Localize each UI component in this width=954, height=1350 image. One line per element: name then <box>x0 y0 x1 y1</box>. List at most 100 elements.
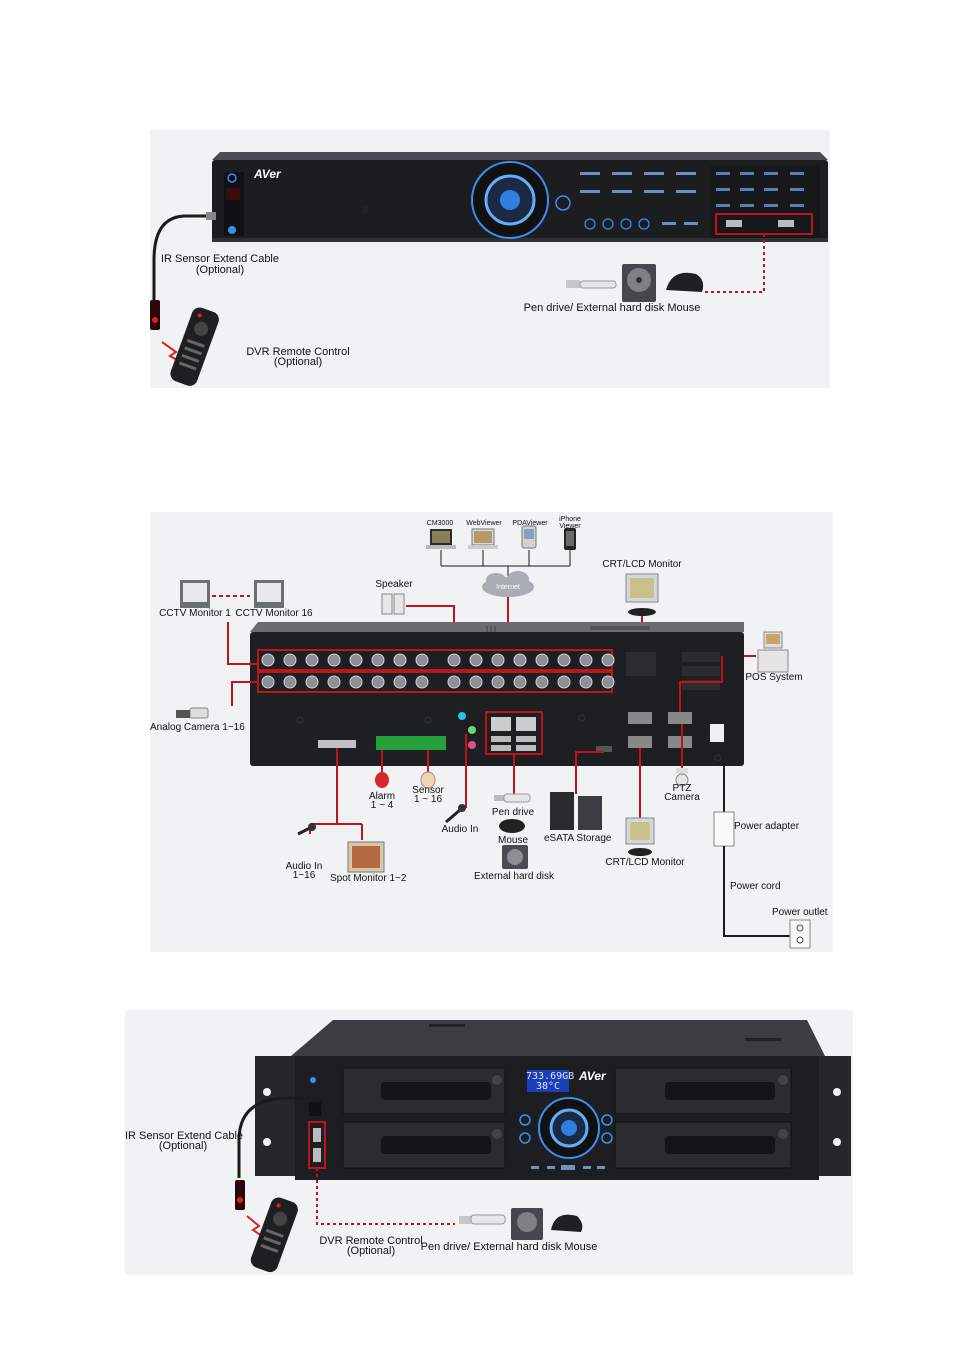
pos-system-icon <box>757 631 789 673</box>
pda-icon <box>521 525 537 549</box>
brand-logo: AVer <box>579 1069 606 1083</box>
bnc-port-icon <box>447 675 461 689</box>
ir-cable <box>152 214 224 300</box>
rackmount-artwork <box>235 1020 851 1273</box>
audio-in-label: Audio In <box>441 824 479 835</box>
mouse-label: Mouse <box>497 835 528 846</box>
power-socket-icon <box>710 724 724 742</box>
usb-devices-label: Pen drive/ External hard disk Mouse <box>420 1241 598 1253</box>
ir-signal-icon <box>246 1215 266 1239</box>
spot-monitor-label: Spot Monitor 1~2 <box>330 873 407 884</box>
bnc-port-icon <box>469 653 483 667</box>
sensor-icon <box>420 771 436 789</box>
hard-disk-icon <box>622 264 656 302</box>
usb-port-icon <box>313 1128 321 1142</box>
dvr-rear-chassis <box>250 632 744 766</box>
internet-cloud-icon <box>482 571 534 597</box>
viewer-label-cm3000: CM3000 <box>426 520 454 527</box>
power-cord-label: Power cord <box>730 881 781 892</box>
usb-port-icon <box>313 1148 321 1162</box>
audio-in-multi-label: Audio In <box>285 861 323 872</box>
power-adapter-label: Power adapter <box>734 821 800 832</box>
spot-monitor-icon <box>347 841 385 873</box>
usb-connection-line <box>316 1168 455 1225</box>
pen-drive-icon <box>494 793 531 803</box>
rear-panel-artwork <box>176 525 811 949</box>
viewer-label-webviewer: WebViewer <box>466 520 502 527</box>
enter-button-icon[interactable] <box>555 195 571 211</box>
bnc-port-icon <box>305 653 319 667</box>
remote-control-icon <box>170 307 219 386</box>
microphone-icon <box>445 804 466 824</box>
bnc-port-icon <box>557 653 571 667</box>
rack-ear-left <box>255 1056 295 1176</box>
usb-port-icon <box>778 220 794 227</box>
remote-optional-label: (Optional) <box>273 356 323 368</box>
crt-monitor-icon <box>625 817 655 856</box>
ir-receiver-icon <box>226 188 240 200</box>
audio-jack-icon <box>468 741 476 749</box>
serial-port-icon <box>628 712 652 724</box>
front-panel-diagram: AVer IR Sensor Extend Cable (Optional) D… <box>150 130 830 388</box>
bnc-port-icon <box>393 653 407 667</box>
sensor-range-label: 1 ~ 16 <box>413 794 443 805</box>
viewer-label-pdaviewer: PDAViewer <box>512 520 548 527</box>
lan-port-icon <box>516 717 536 731</box>
front-panel-artwork <box>150 152 828 386</box>
microphone-icon <box>297 823 316 836</box>
ir-sensor-optional-label: (Optional) <box>158 1140 208 1152</box>
esata-label: eSATA Storage <box>544 833 612 844</box>
power-outlet-label: Power outlet <box>772 907 828 918</box>
rackmount-front-diagram: 733.69GB 38°C AVer IR Sensor Extend Cabl… <box>125 1010 853 1275</box>
bnc-port-icon <box>393 675 407 689</box>
terminal-block-icon <box>376 736 446 750</box>
cctv-monitor-icon <box>254 580 284 608</box>
ptz-camera-icon <box>675 768 689 787</box>
dvr-top-edge <box>212 152 828 160</box>
rear-panel-diagram: CM3000 WebViewer PDAViewer iPhone Viewer… <box>150 512 833 952</box>
serial-port-icon <box>668 712 692 724</box>
lan-port-icon <box>491 717 511 731</box>
bnc-port-icon <box>601 675 615 689</box>
speaker-icon <box>381 593 405 615</box>
pen-drive-label: Pen drive <box>491 807 535 818</box>
remote-optional-label: (Optional) <box>346 1245 396 1257</box>
alarm-icon <box>375 772 389 788</box>
bnc-port-icon <box>491 675 505 689</box>
audio-jack-icon <box>458 712 466 720</box>
audio-in-range-label: 1~16 <box>292 870 316 881</box>
lcd-display <box>527 1070 569 1092</box>
bnc-port-icon <box>327 653 341 667</box>
usb-port-icon <box>726 220 742 227</box>
internet-label: Internet <box>496 584 520 591</box>
mouse-icon <box>666 272 704 292</box>
usb-connection-line <box>704 234 765 293</box>
ir-sensor-icon <box>235 1180 245 1210</box>
bnc-port-icon <box>535 675 549 689</box>
usb-devices-label: Pen drive/ External hard disk Mouse <box>523 302 701 314</box>
bnc-port-icon <box>415 675 429 689</box>
brand-logo: AVer <box>254 167 281 181</box>
ptz-label: PTZ <box>672 783 692 794</box>
bnc-port-icon <box>371 653 385 667</box>
db-connector-icon <box>318 740 356 748</box>
bnc-port-icon <box>513 653 527 667</box>
pen-drive-icon <box>459 1214 506 1225</box>
bnc-port-icon <box>283 675 297 689</box>
analog-camera-label: Analog Camera 1~16 <box>150 722 245 733</box>
bnc-port-icon <box>305 675 319 689</box>
remote-control-icon <box>250 1197 298 1273</box>
power-led-icon <box>227 173 237 183</box>
hard-disk-icon <box>502 845 528 869</box>
lcd-temperature: 38°C <box>535 1081 561 1092</box>
lcd-capacity: 733.69GB <box>526 1071 575 1082</box>
ir-cable <box>237 1096 309 1178</box>
power-outlet-icon <box>789 919 811 949</box>
cctv-monitor-16-label: CCTV Monitor 16 <box>235 608 313 619</box>
bnc-port-icon <box>535 653 549 667</box>
laptop-icon <box>426 529 456 549</box>
mouse-icon <box>551 1214 583 1232</box>
ir-sensor-label: IR Sensor Extend Cable <box>125 1130 244 1142</box>
bnc-port-icon <box>327 675 341 689</box>
external-hdd-label: External hard disk <box>473 871 555 882</box>
